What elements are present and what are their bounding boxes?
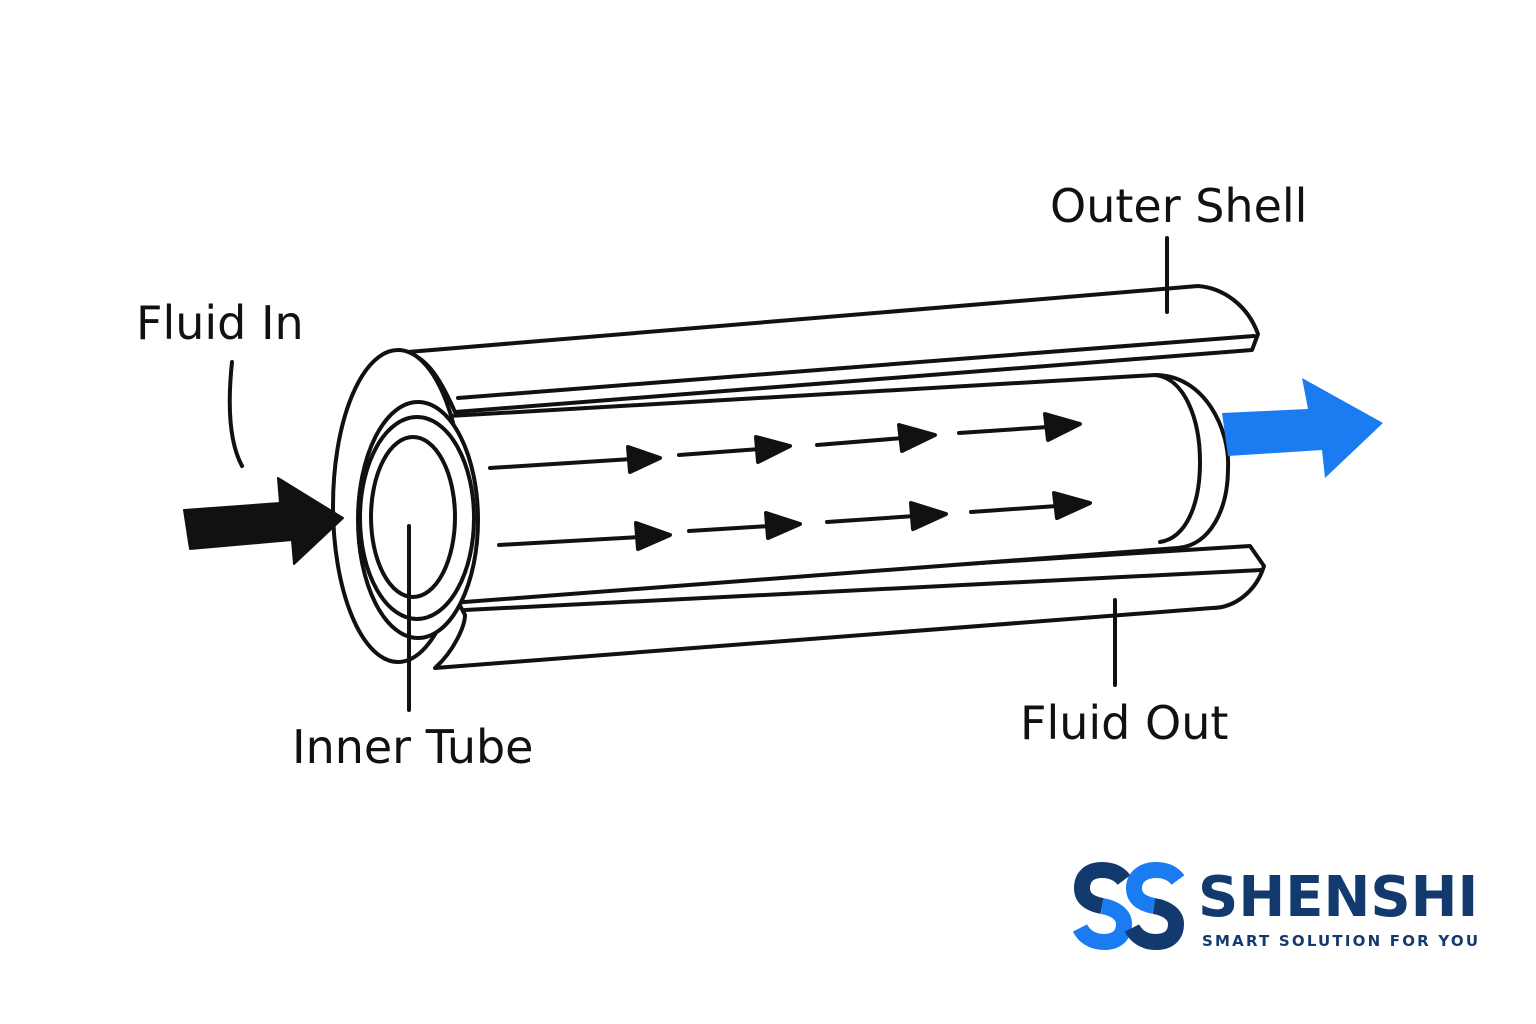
flow-arrow-line	[687, 524, 772, 533]
flow-arrow-head	[754, 435, 792, 464]
logo-stroke-right-top	[1125, 862, 1185, 914]
flow-arrow-head	[1052, 491, 1092, 520]
flow-arrow-line	[969, 504, 1059, 514]
inner-tube-opening	[369, 435, 457, 599]
flow-arrow-line	[815, 436, 905, 447]
fluid-out-label: Fluid Out	[1020, 696, 1229, 750]
flow-arrow-head	[764, 511, 802, 540]
flow-arrow-head	[634, 521, 672, 551]
outer-shell-bottom-inner-edge	[463, 568, 1264, 612]
inner-tube-label: Inner Tube	[292, 720, 534, 774]
ss-logo-icon	[1072, 862, 1185, 950]
flow-arrow-head	[909, 501, 948, 531]
fluid-in-arrow-icon	[183, 477, 344, 565]
flow-arrow-head	[897, 423, 937, 453]
outer-shell-bottom-half	[433, 544, 1266, 670]
brand-name: SHENSHI	[1198, 865, 1479, 930]
outer-shell-label: Outer Shell	[1050, 179, 1308, 233]
flow-arrow-head	[626, 445, 662, 474]
logo-stroke-right-bottom	[1124, 898, 1185, 950]
brand-tagline: SMART SOLUTION FOR YOU	[1202, 932, 1481, 950]
inner-tube-end-face	[1153, 373, 1202, 544]
fluid-out-arrow-icon	[1222, 378, 1383, 478]
flow-arrow-line	[957, 425, 1050, 435]
brand-logo: SHENSHI SMART SOLUTION FOR YOU	[1072, 862, 1492, 954]
logo-stroke-left-bottom	[1072, 898, 1133, 950]
flow-arrow-line	[488, 457, 634, 470]
flow-arrow-line	[677, 447, 762, 457]
outer-shell-top-inner-edge	[456, 334, 1256, 400]
inner-tube-body	[430, 373, 1231, 606]
logo-stroke-left-top	[1073, 862, 1131, 914]
fluid-in-label: Fluid In	[136, 296, 304, 350]
fluid-in-leader	[227, 360, 244, 468]
flow-arrow-line	[825, 514, 917, 524]
flow-arrows	[488, 412, 1092, 551]
flow-arrow-head	[1043, 412, 1082, 442]
flow-arrow-line	[497, 535, 642, 547]
